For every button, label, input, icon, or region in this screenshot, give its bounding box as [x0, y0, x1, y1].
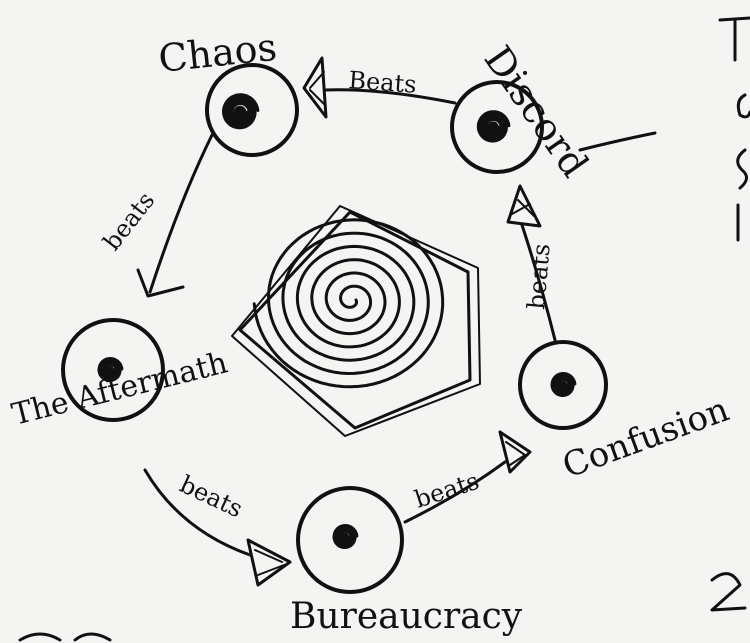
scribble-core [341, 533, 349, 541]
node-confusion [520, 342, 606, 428]
scribble-core [487, 121, 498, 132]
node-dot-icon [334, 526, 357, 548]
node-label-bureaucracy: Bureaucracy [290, 596, 523, 637]
scribble-core [559, 381, 567, 389]
node-dot-icon [224, 95, 258, 128]
arrowhead-icon [500, 432, 530, 472]
arrowhead-icon [138, 270, 183, 296]
arrowhead-icon [248, 540, 290, 585]
scribble-core [234, 106, 247, 119]
edge-label-bureaucracy-confusion: beats [411, 467, 482, 514]
node-label-chaos: Chaos [156, 25, 279, 81]
edge-label-confusion-discord: beats [522, 242, 556, 310]
edge-label-aftermath-bureaucracy: beats [175, 470, 247, 523]
edge-line [150, 135, 212, 292]
arrowhead-icon [304, 58, 326, 117]
edge-label-discord-chaos: Beats [348, 66, 418, 99]
node-chaos [207, 65, 297, 155]
node-label-confusion: Confusion [557, 390, 734, 487]
node-dot-icon [478, 112, 509, 141]
center-symbol [232, 206, 480, 436]
node-dot-icon [552, 374, 575, 396]
margin-scribbles [20, 18, 750, 640]
edge-label-chaos-aftermath: beats [98, 187, 161, 256]
node-bureaucracy [298, 488, 402, 592]
